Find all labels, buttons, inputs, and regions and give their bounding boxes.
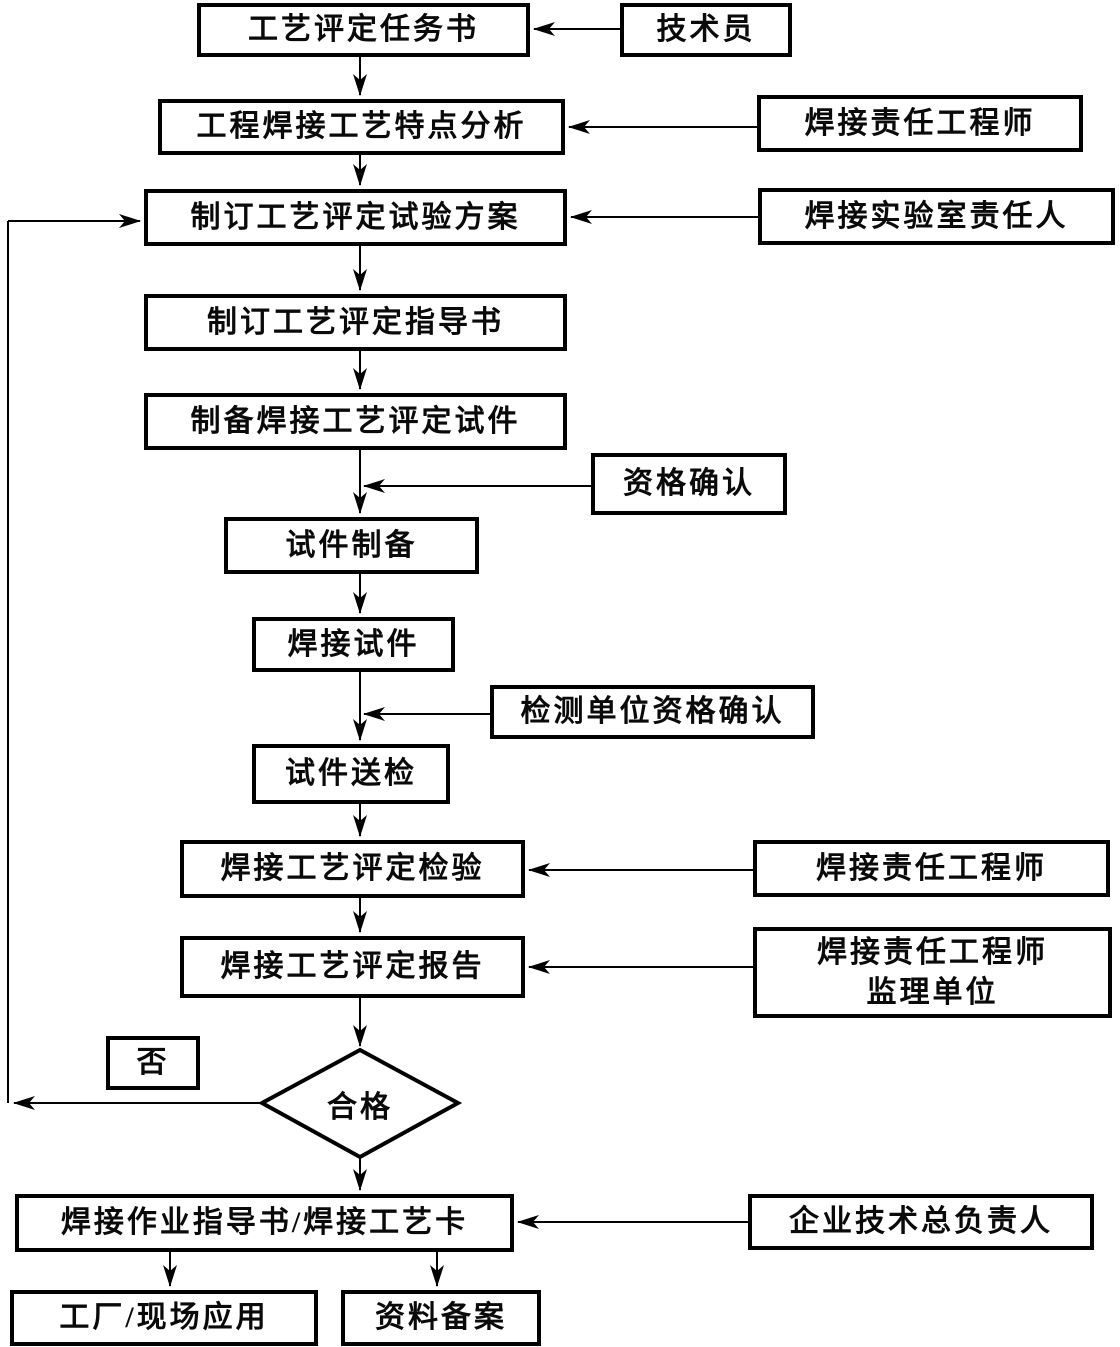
node-label: 资格确认 (623, 467, 755, 501)
node-label: 制订工艺评定试验方案 (190, 200, 521, 234)
node-factory-site-application: 工厂/现场应用 (10, 1290, 318, 1346)
node-label: 试件制备 (285, 528, 418, 562)
node-label: 监理单位 (866, 975, 999, 1009)
node-no-label: 否 (106, 1036, 200, 1090)
node-prepare-test-pieces: 制备焊接工艺评定试件 (144, 393, 567, 450)
node-qualification-inspection: 焊接工艺评定检验 (180, 840, 525, 898)
node-label: 资料备案 (375, 1301, 507, 1335)
node-label: 焊接作业指导书/焊接工艺卡 (60, 1206, 469, 1240)
node-label: 试件送检 (285, 757, 417, 791)
node-label: 否 (136, 1046, 170, 1080)
node-label: 工艺评定任务书 (248, 13, 479, 47)
decision-diamond-shape (257, 1047, 463, 1160)
node-instruction-book: 制订工艺评定指导书 (144, 294, 567, 351)
node-label: 焊接工艺评定检验 (220, 852, 485, 886)
node-test-piece-preparation: 试件制备 (224, 517, 479, 574)
node-report-reviewers: 焊接责任工程师 监理单位 (753, 927, 1112, 1018)
node-label: 焊接责任工程师 (816, 851, 1047, 885)
node-label: 焊接实验室责任人 (804, 199, 1069, 233)
node-weld-test-pieces: 焊接试件 (252, 617, 455, 672)
node-label: 焊接责任工程师 (804, 106, 1036, 140)
node-technician: 技术员 (620, 3, 792, 57)
node-label: 焊接工艺评定报告 (220, 950, 485, 984)
node-qualification-report: 焊接工艺评定报告 (180, 936, 525, 998)
node-task-sheet: 工艺评定任务书 (197, 3, 530, 57)
node-feature-analysis: 工程焊接工艺特点分析 (158, 99, 565, 155)
node-label: 焊接责任工程师 (817, 935, 1048, 969)
node-label: 工厂/现场应用 (59, 1301, 269, 1335)
node-qualification-confirmation: 资格确认 (591, 453, 787, 515)
node-testing-unit-qualification: 检测单位资格确认 (490, 685, 815, 739)
node-label: 焊接试件 (287, 627, 420, 661)
node-data-archiving: 资料备案 (341, 1290, 541, 1346)
node-chief-technical-officer: 企业技术总负责人 (748, 1194, 1094, 1250)
node-label: 企业技术总负责人 (789, 1205, 1053, 1239)
node-label: 工程焊接工艺特点分析 (196, 110, 527, 144)
node-send-test-pieces: 试件送检 (252, 744, 450, 804)
node-test-plan: 制订工艺评定试验方案 (144, 189, 567, 246)
node-welding-engineer-top: 焊接责任工程师 (757, 95, 1083, 152)
node-label: 制备焊接工艺评定试件 (190, 404, 521, 438)
node-welding-engineer-mid: 焊接责任工程师 (753, 840, 1110, 897)
node-label: 制订工艺评定指导书 (207, 305, 504, 339)
node-label: 检测单位资格确认 (520, 695, 785, 729)
node-work-instruction-card: 焊接作业指导书/焊接工艺卡 (15, 1194, 514, 1252)
node-label: 技术员 (656, 13, 756, 47)
node-welding-lab-head: 焊接实验室责任人 (758, 188, 1115, 245)
